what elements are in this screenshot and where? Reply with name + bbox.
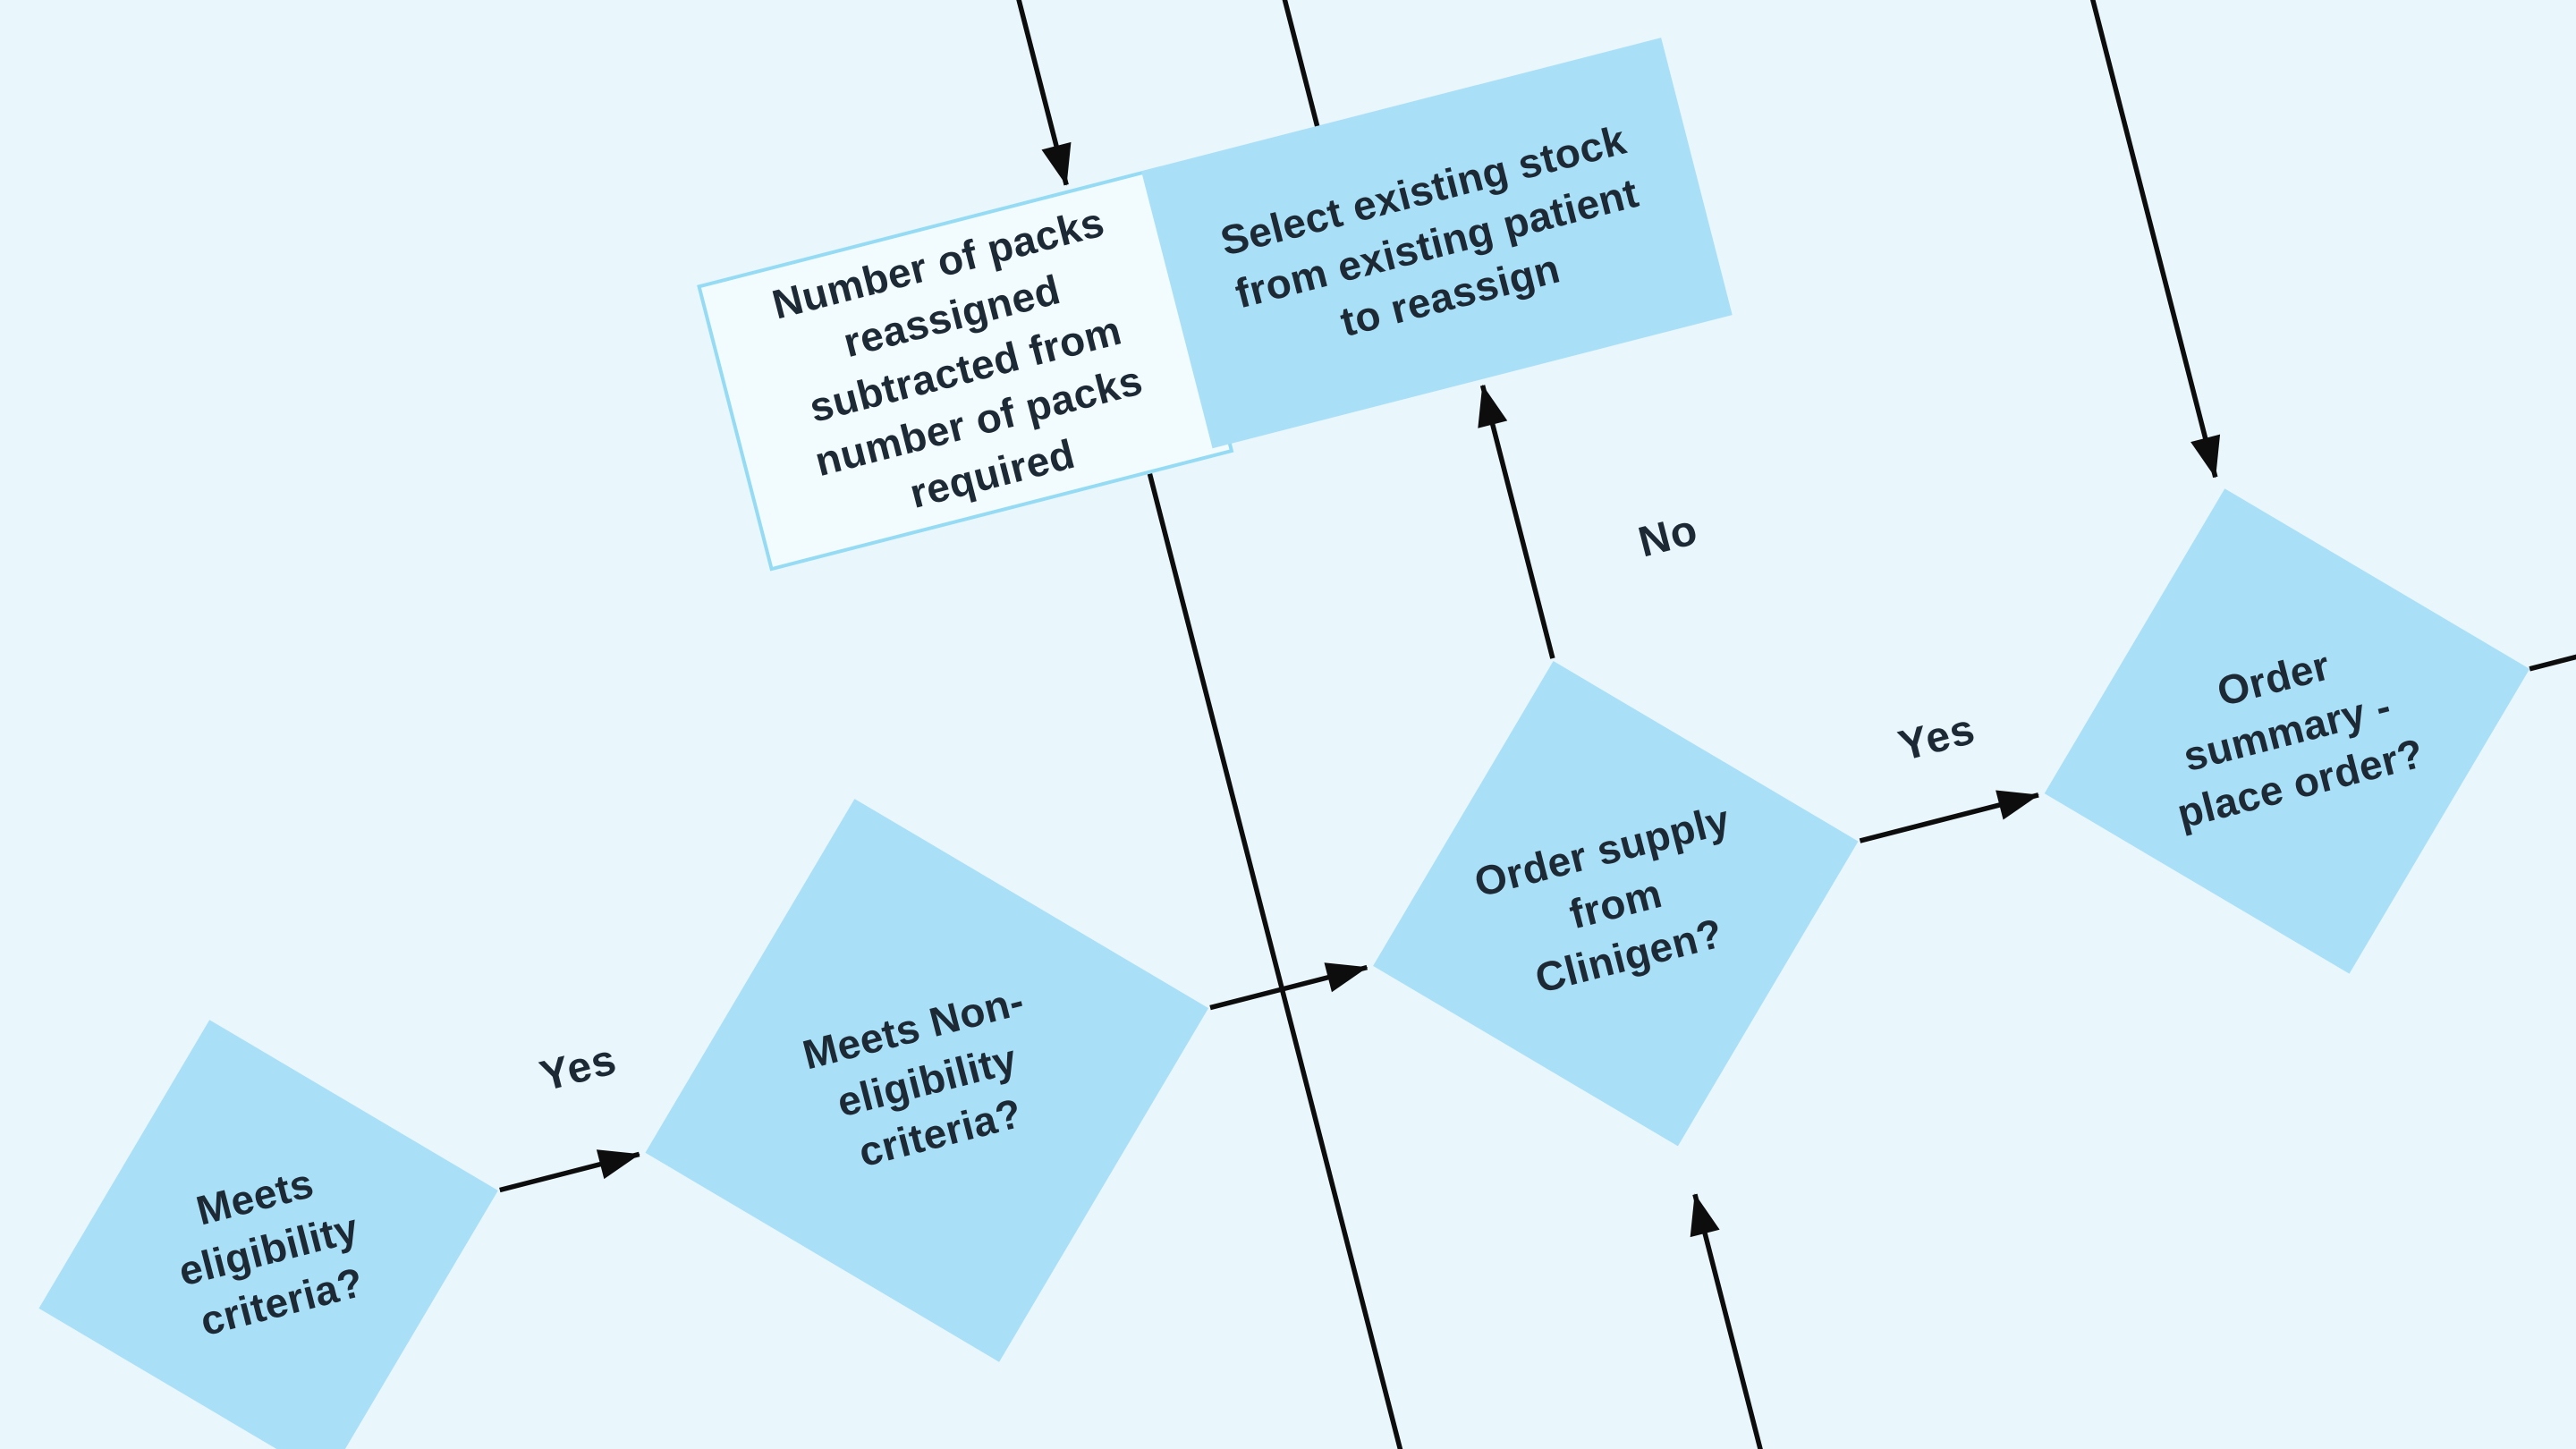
edge-yes-eligibility-to-non-eligibility — [499, 1149, 640, 1193]
edge-yes-order-supply-to-order-summary — [1859, 790, 2039, 843]
node-label: Meets eligibility criteria? — [174, 1159, 369, 1345]
node-label: Order supply from Clinigen? — [1470, 795, 1735, 1003]
node-label: Order summary - place order? — [2172, 641, 2429, 838]
edge-select-stock-up — [1232, 0, 1320, 129]
edge-non-eligibility-to-order-supply — [1209, 962, 1368, 1011]
edge-order-summary-out-right — [2529, 577, 2576, 672]
edge-top-into-order-summary — [1990, 0, 2221, 479]
edge-bottom-into-order-supply — [1690, 1193, 1828, 1449]
node-label: Select existing stock from existing pati… — [1216, 115, 1643, 346]
edge-packs-rect-down — [1147, 472, 1491, 1449]
node-label: Meets Non-eligibility criteria? — [798, 977, 1030, 1176]
edge-top-into-packs-rect — [982, 0, 1072, 186]
edge-no-order-supply-to-select-stock — [1478, 385, 1555, 659]
